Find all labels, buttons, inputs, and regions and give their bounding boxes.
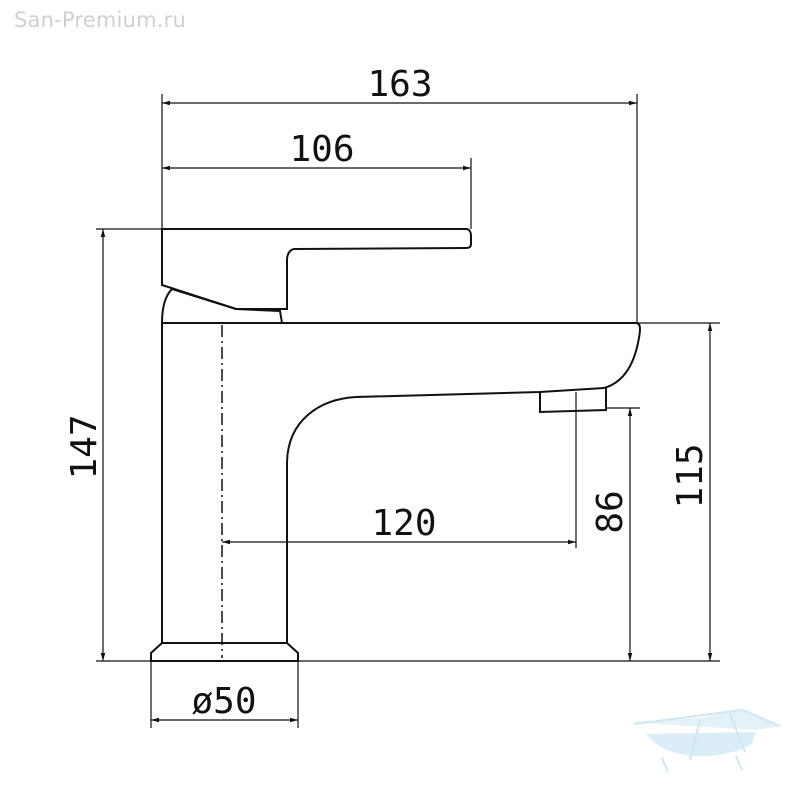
dim-label-106: 106 xyxy=(289,129,354,170)
dim-label-115: 115 xyxy=(670,443,711,508)
dim-label-120: 120 xyxy=(371,503,436,544)
faucet-body xyxy=(150,322,641,662)
extension-lines xyxy=(96,94,720,728)
dim-label-147: 147 xyxy=(64,414,105,479)
dim-label-163: 163 xyxy=(367,64,432,105)
lever-handle xyxy=(161,228,472,324)
dim-label-50: ø50 xyxy=(191,681,256,722)
dim-label-86: 86 xyxy=(590,490,631,533)
watermark-text: San-Premium.ru xyxy=(14,8,186,32)
bathtub-logo-icon xyxy=(628,708,782,773)
